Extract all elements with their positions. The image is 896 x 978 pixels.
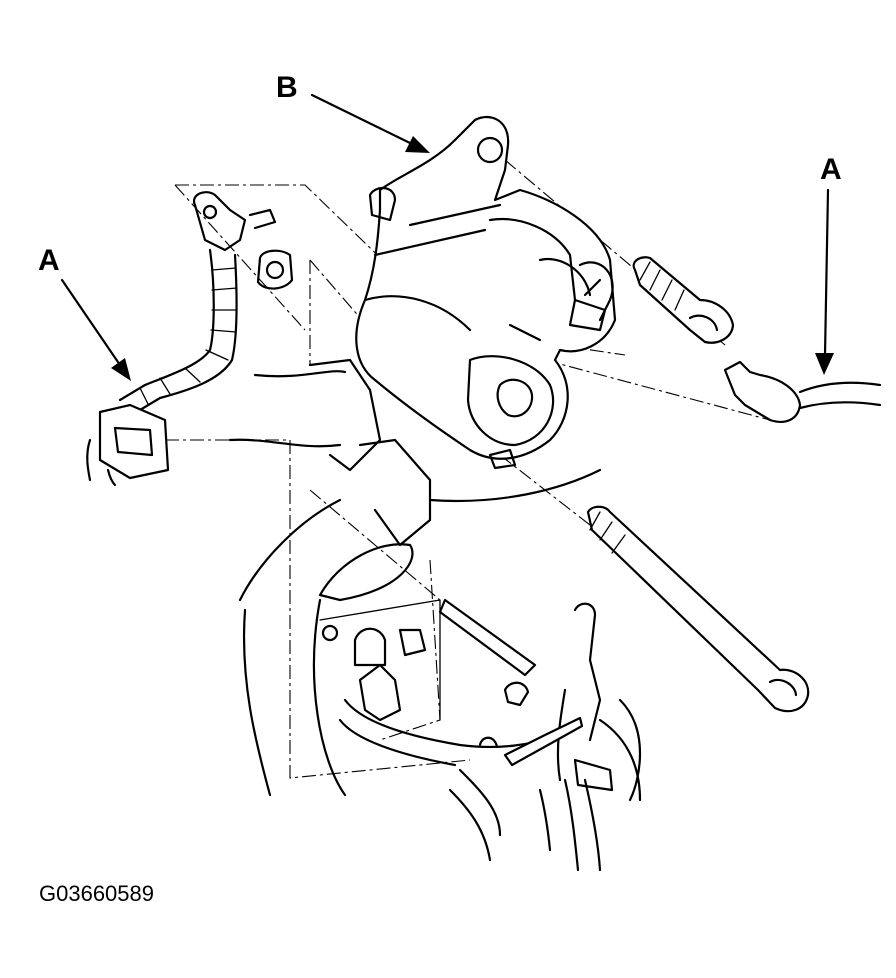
callout-b: B	[276, 71, 298, 104]
callout-a-left: A	[38, 244, 60, 277]
figure-id-label: G03660589	[39, 881, 154, 906]
engine-block-outline	[228, 358, 641, 802]
callout-a-right: A	[820, 153, 842, 186]
starter-motor	[355, 115, 617, 470]
arrowhead-a-right	[815, 353, 834, 375]
leader-line-b	[310, 93, 412, 145]
leader-arrows	[60, 93, 834, 381]
left-harness	[86, 191, 294, 487]
arrowhead-a-left	[111, 358, 131, 381]
lower-harness	[338, 602, 642, 872]
right-harness	[586, 256, 882, 713]
arrowhead-b	[405, 136, 430, 153]
leader-line-a-left	[60, 278, 122, 367]
leader-line-a-right	[823, 188, 830, 357]
